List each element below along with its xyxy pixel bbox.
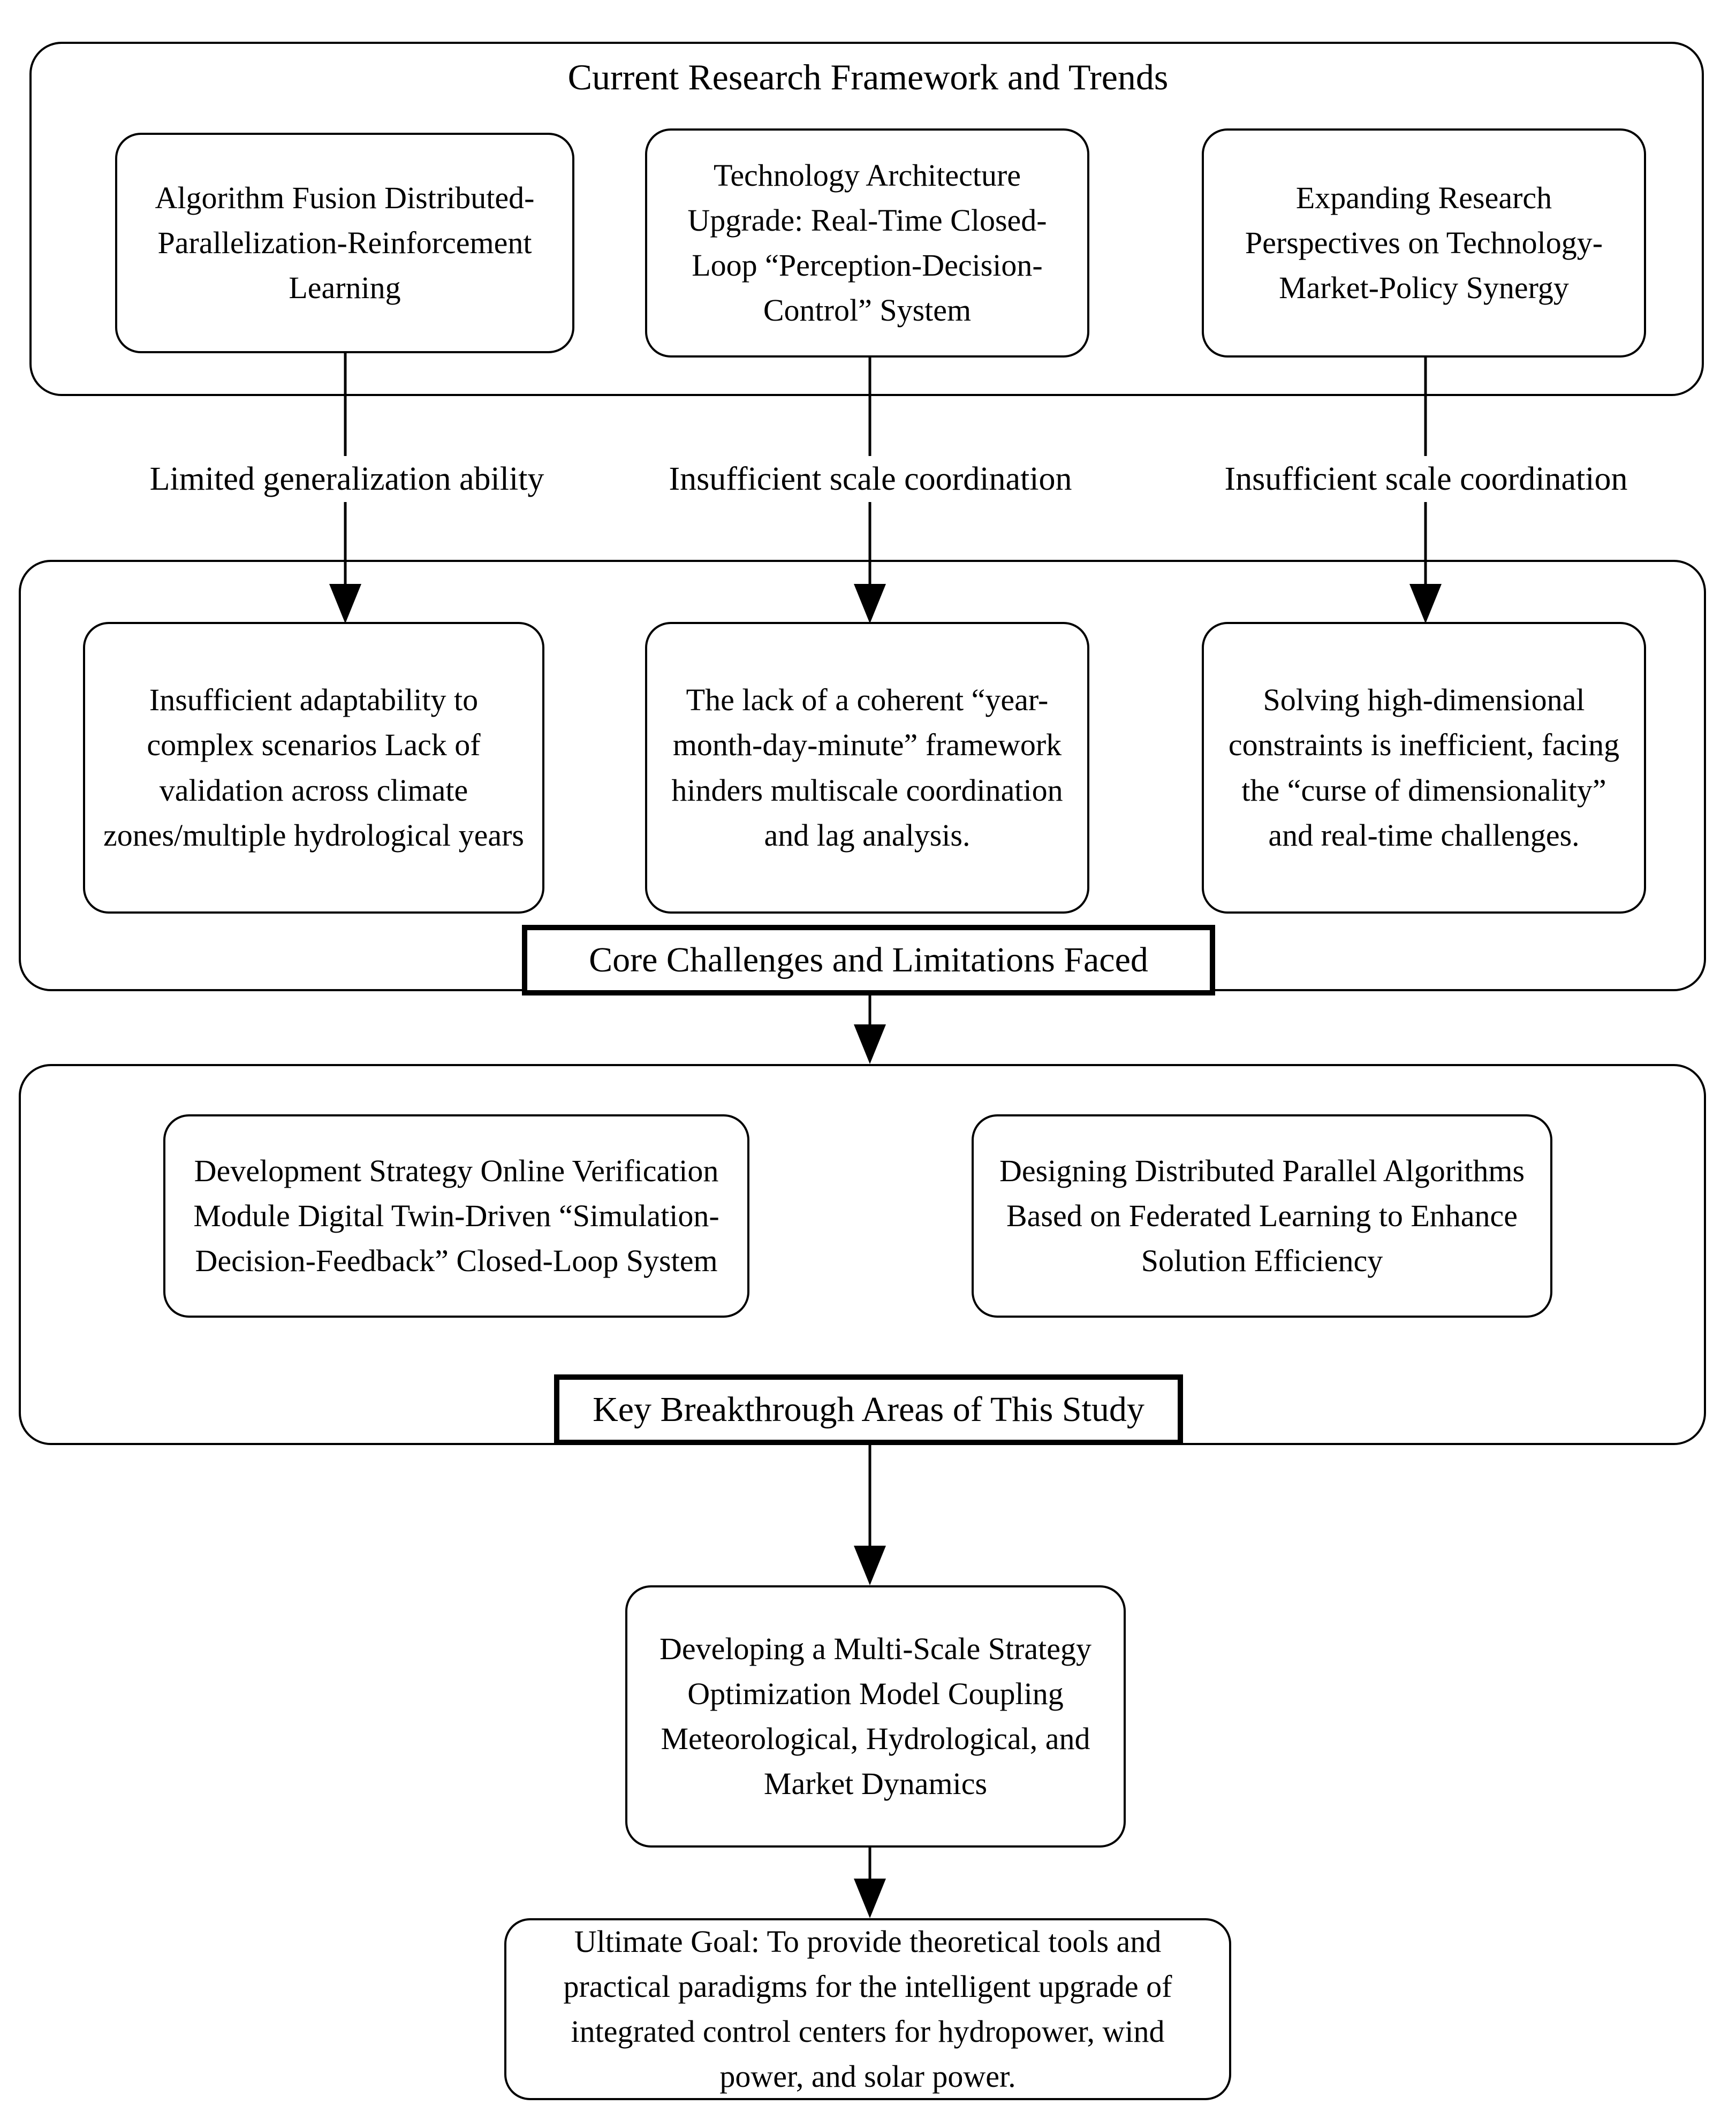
- key-breakthrough-title-plate: Key Breakthrough Areas of This Study: [554, 1374, 1183, 1445]
- box-ultimate-goal: Ultimate Goal: To provide theoretical to…: [504, 1918, 1231, 2100]
- arrow-head-icon: [854, 1879, 886, 1918]
- arrow-shaft: [868, 1848, 871, 1879]
- arrow-label-insufficient-scale-1: Insufficient scale coordination: [660, 456, 1081, 503]
- arrow-head-icon: [329, 584, 361, 624]
- core-challenges-title-plate: Core Challenges and Limitations Faced: [522, 925, 1215, 995]
- box-technology-architecture-upgrade: Technology Architecture Upgrade: Real-Ti…: [645, 128, 1089, 358]
- arrow-label-insufficient-scale-2: Insufficient scale coordination: [1216, 456, 1636, 503]
- arrow-label-limited-generalization: Limited generalization ability: [141, 456, 553, 503]
- arrow-shaft: [868, 995, 871, 1024]
- arrow-head-icon: [1409, 584, 1442, 624]
- current-research-framework-title: Current Research Framework and Trends: [567, 57, 1169, 97]
- arrow-head-icon: [854, 584, 886, 624]
- arrow-head-icon: [854, 1546, 886, 1585]
- down-arrow-model-to-goal: [854, 1848, 886, 1918]
- box-distributed-parallel-algorithms: Designing Distributed Parallel Algorithm…: [972, 1114, 1552, 1318]
- box-algorithm-fusion: Algorithm Fusion Distributed-Paralleliza…: [115, 133, 574, 353]
- arrow-shaft: [868, 1445, 871, 1546]
- current-research-framework-container: [29, 42, 1704, 396]
- down-arrow-breakthrough-to-model: [854, 1445, 886, 1585]
- box-multi-scale-model: Developing a Multi-Scale Strategy Optimi…: [625, 1585, 1126, 1848]
- box-insufficient-adaptability: Insufficient adaptability to complex sce…: [83, 622, 544, 914]
- box-lack-of-coherent-framework: The lack of a coherent “year-month-day-m…: [645, 622, 1089, 914]
- arrow-head-icon: [854, 1024, 886, 1064]
- box-development-strategy-verification: Development Strategy Online Verification…: [163, 1114, 749, 1318]
- down-arrow-challenges-to-breakthrough: [854, 995, 886, 1064]
- box-high-dimensional-constraints: Solving high-dimensional constraints is …: [1202, 622, 1646, 914]
- box-expanding-research-perspectives: Expanding Research Perspectives on Techn…: [1202, 128, 1646, 358]
